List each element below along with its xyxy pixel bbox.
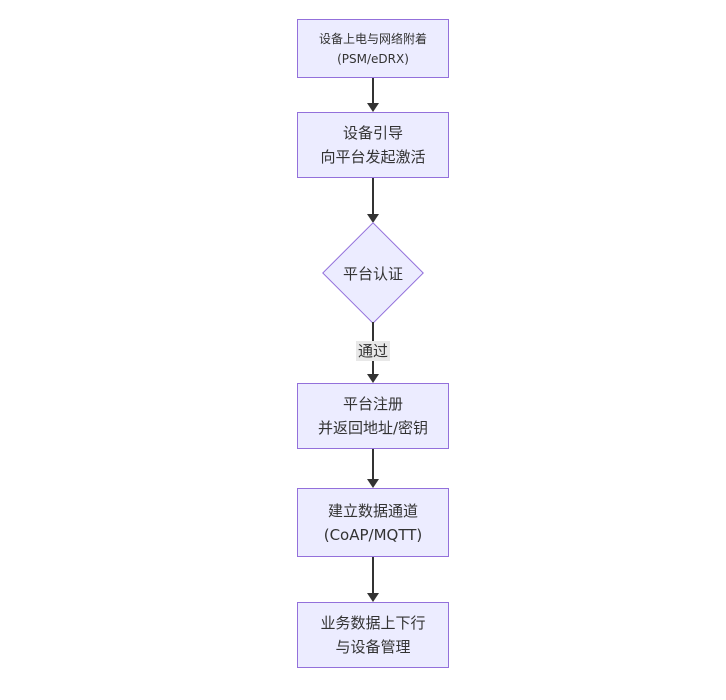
node-text-line: 并返回地址/密钥 (317, 419, 429, 437)
node-text-line: 设备引导 (342, 124, 403, 142)
connector-line (372, 557, 374, 594)
node-text-line: 与设备管理 (335, 638, 411, 656)
node-text-line: 设备上电与网络附着 (318, 31, 427, 46)
node-power-attach: 设备上电与网络附着 (PSM/eDRX) (297, 19, 449, 78)
edge-label-pass: 通过 (355, 341, 391, 361)
arrow-down-icon (367, 214, 379, 223)
node-text-line: 平台注册 (342, 395, 403, 413)
node-register: 平台注册 并返回地址/密钥 (297, 383, 449, 449)
node-text-line: 业务数据上下行 (320, 614, 426, 632)
arrow-down-icon (367, 479, 379, 488)
node-text-line: (CoAP/MQTT) (323, 525, 423, 544)
arrow-down-icon (367, 103, 379, 112)
node-bootstrap: 设备引导 向平台发起激活 (297, 112, 449, 178)
node-text-line: 向平台发起激活 (320, 148, 426, 166)
node-business: 业务数据上下行 与设备管理 (297, 602, 449, 668)
arrow-down-icon (367, 374, 379, 383)
connector-line (372, 178, 374, 215)
connector-line (372, 78, 374, 105)
connector-line (372, 449, 374, 480)
arrow-down-icon (367, 593, 379, 602)
node-text-line: 建立数据通道 (327, 501, 418, 520)
node-auth-label: 平台认证 (342, 264, 403, 283)
node-text-line: (PSM/eDRX) (337, 51, 409, 66)
node-channel: 建立数据通道 (CoAP/MQTT) (297, 488, 449, 557)
